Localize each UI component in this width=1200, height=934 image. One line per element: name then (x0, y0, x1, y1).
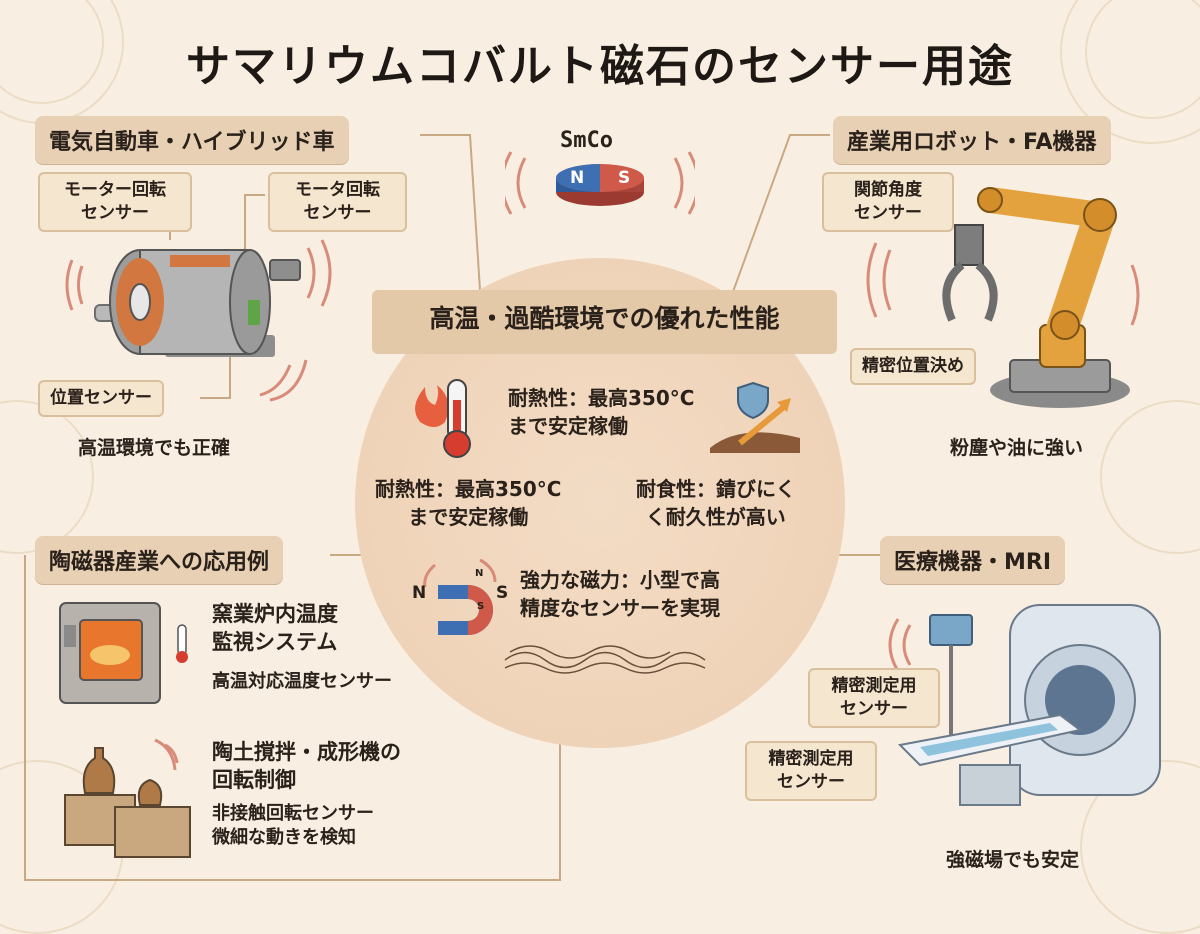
kiln-monitoring-subtitle: 高温対応温度センサー (212, 671, 392, 692)
page-title: サマリウムコバルト磁石のセンサー用途 (186, 41, 1014, 92)
heat-resistance-text-top: 耐熱性：最高350°C まで安定稼働 (508, 386, 695, 438)
ev-note: 高温環境でも正確 (78, 437, 231, 459)
electric-motor-icon (65, 239, 332, 357)
precision-measurement-sensor-label-2: 精密測定用 センサー (745, 741, 877, 801)
heat-resistance-text: 耐熱性：最高350°C まで安定稼働 (375, 477, 562, 529)
shield-corrosion-icon (710, 381, 800, 453)
horseshoe-magnet-icon (423, 558, 497, 635)
corrosion-resistance-text: 耐食性：錆びにく く耐久性が高い (636, 477, 796, 529)
medical-section-header: 医療機器・MRI (880, 536, 1066, 584)
industrial-robot-arm-icon (866, 187, 1140, 408)
smco-disc-magnet-icon (505, 151, 695, 215)
horseshoe-s-label-2: S (477, 601, 485, 612)
signal-waves-icon (259, 359, 308, 402)
horseshoe-n-label-2: N (475, 568, 484, 579)
kiln-monitoring-title: 窯業炉内温度 監視システム (212, 602, 338, 655)
precision-measurement-sensor-label: 精密測定用 センサー (808, 668, 940, 728)
robot-note: 粉塵や油に強い (950, 437, 1084, 459)
medical-note: 強磁場でも安定 (946, 849, 1080, 871)
mri-machine-icon (888, 604, 1161, 806)
magnet-s-pole-label: S (618, 168, 631, 188)
performance-banner: 高温・過酷環境での優れた性能 (372, 290, 837, 354)
pottery-wheel-icon (64, 738, 191, 858)
robot-section-header: 産業用ロボット・FA機器 (833, 116, 1111, 164)
horseshoe-s-label: S (496, 583, 509, 603)
position-sensor-label: 位置センサー (38, 380, 164, 417)
ceramic-section-header: 陶磁器産業への応用例 (35, 536, 284, 584)
magnetic-force-text: 強力な磁力：小型で高 精度なセンサーを実現 (520, 568, 720, 620)
ev-section-header: 電気自動車・ハイブリッド車 (35, 116, 349, 164)
smco-label: SmCo (560, 128, 613, 153)
motor-rotation-sensor-label-2: モータ回転 センサー (268, 172, 407, 232)
thermometer-flame-icon (415, 379, 471, 458)
mixer-control-subtitle: 非接触回転センサー 微細な動きを検知 (212, 803, 374, 849)
joint-angle-sensor-label: 関節角度 センサー (822, 172, 954, 232)
motor-rotation-sensor-label: モーター回転 センサー (38, 172, 192, 232)
magnet-n-pole-label: N (570, 168, 585, 188)
kiln-icon (59, 602, 188, 704)
magnetic-field-lines-icon (504, 645, 706, 674)
horseshoe-n-label: N (412, 583, 427, 603)
mixer-control-title: 陶土撹拌・成形機の 回転制御 (212, 740, 401, 793)
precision-positioning-label: 精密位置決め (850, 348, 976, 385)
